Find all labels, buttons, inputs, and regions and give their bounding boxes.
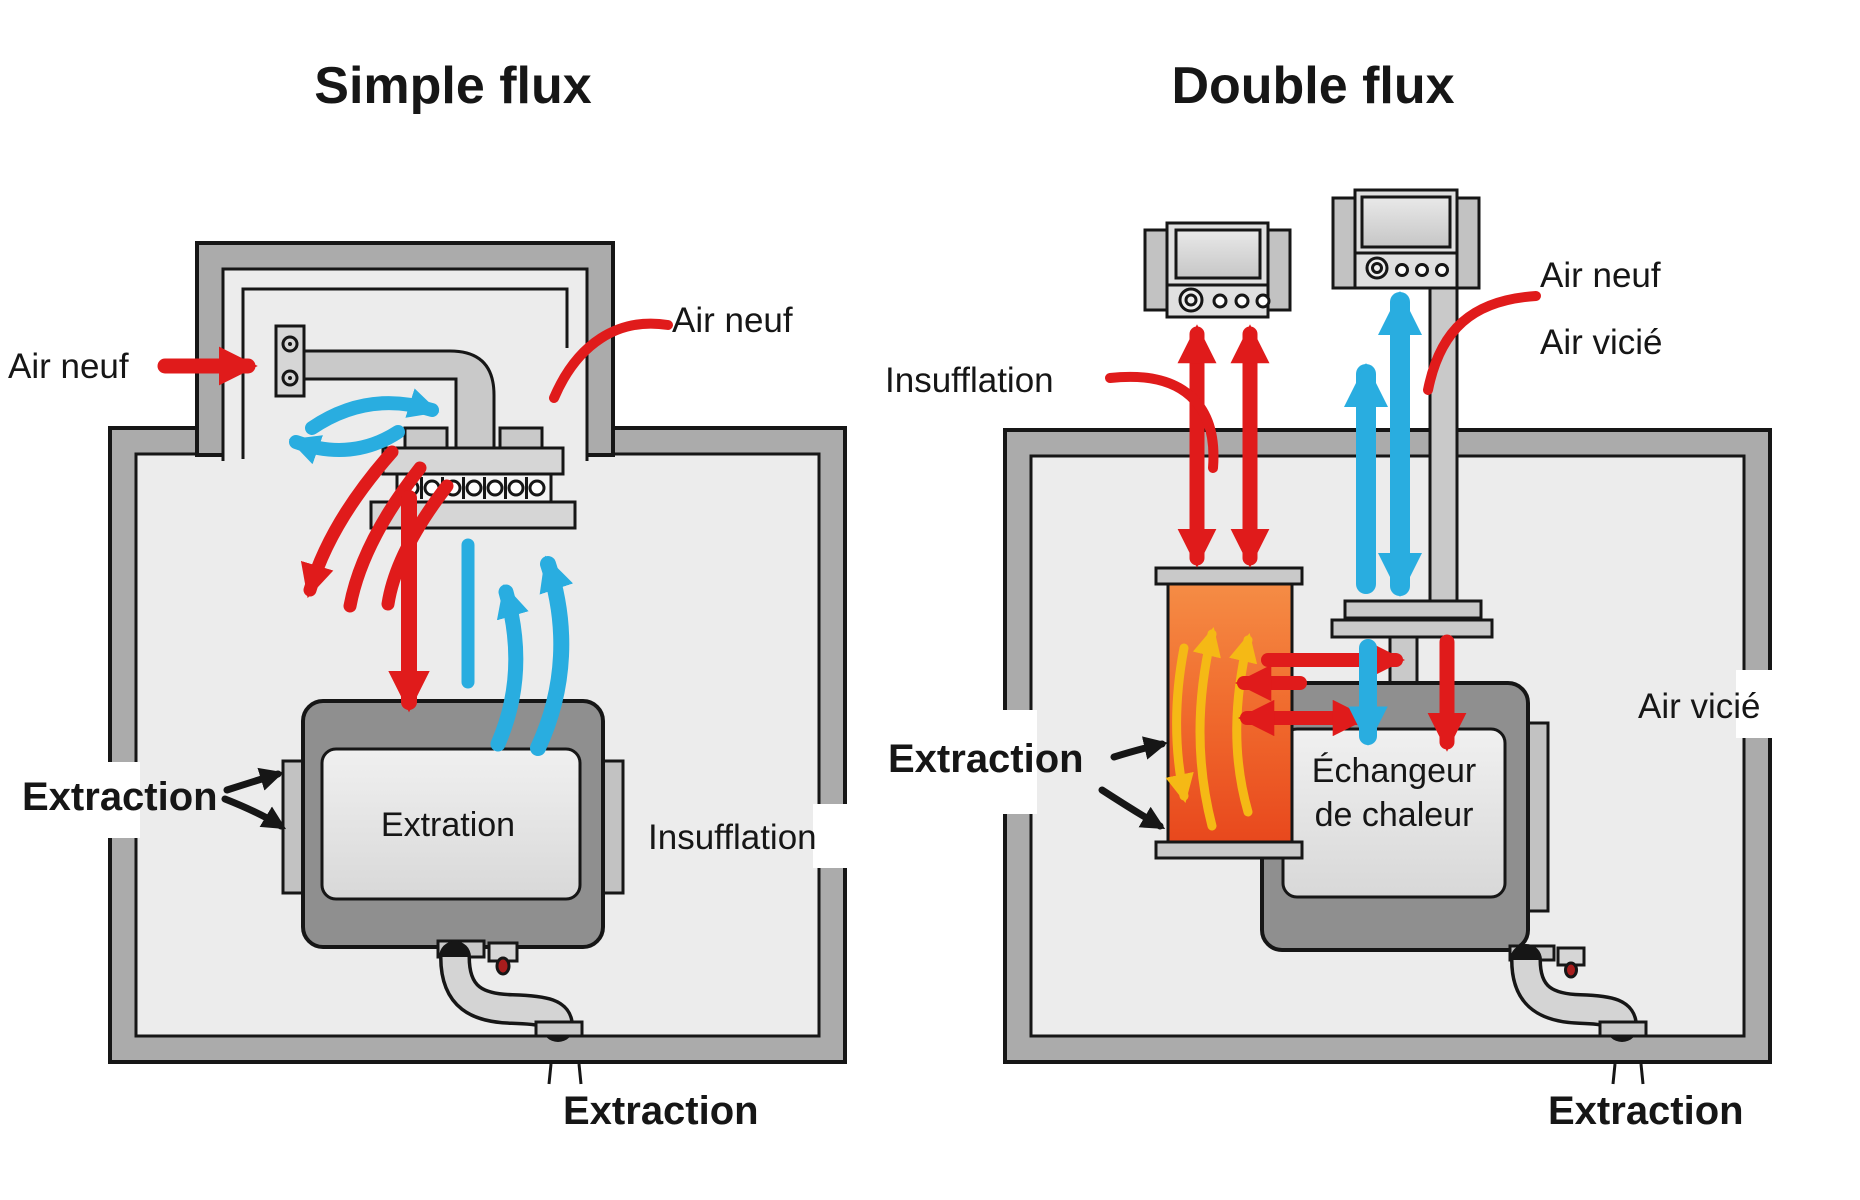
- extraction-bottom-label: Extraction: [563, 1089, 759, 1133]
- grille-hole: [486, 479, 504, 497]
- fan-button-icon: [1395, 263, 1409, 277]
- pedestal-plate: [1343, 599, 1483, 620]
- stale-air-up-arrow-icon: [530, 555, 574, 756]
- double-flux-title: Double flux: [1171, 57, 1454, 115]
- fan-knob-ring: [1184, 293, 1198, 307]
- air-neuf-top-label: Air neuf: [1540, 256, 1661, 295]
- underfloor-duct-mark: [577, 1063, 583, 1085]
- extraction-callout-arrow-icon: [1110, 736, 1168, 761]
- insufflation-callout-curve: [1105, 371, 1219, 473]
- fan-button-icon: [1255, 293, 1271, 309]
- grille-hole: [507, 479, 525, 497]
- fan-flange: [1453, 196, 1481, 290]
- heat-down-arrow-icon: [1165, 643, 1194, 804]
- stale-air-up-arrow-icon: [490, 584, 529, 752]
- extraction-unit-label: Extration: [381, 806, 515, 844]
- extraction-side-label: Extraction: [888, 737, 1084, 781]
- fan-knob-ring: [1371, 262, 1383, 274]
- left-wall-gap-extraction: [104, 762, 140, 838]
- exchanger-label-line1: Échangeur: [1312, 752, 1476, 790]
- fan-button-icon: [1415, 263, 1429, 277]
- extraction-callout-arrow-icon: [1098, 786, 1166, 830]
- fan-flange: [1143, 228, 1171, 312]
- extraction-unit-panel: [320, 747, 582, 901]
- valve-drip-icon: [1564, 961, 1578, 979]
- column-bottom-cap: [1154, 840, 1304, 860]
- air-vicie-side-label: Air vicié: [1638, 687, 1761, 726]
- vent-unit-top-band: [381, 446, 565, 476]
- heat-rise-arrow-icon: [1192, 627, 1221, 831]
- fan-button-icon: [1212, 293, 1228, 309]
- drain-pipe: [1513, 959, 1635, 1028]
- fan-screen: [1174, 228, 1262, 280]
- fan-button-icon: [1234, 293, 1250, 309]
- valve-drip-icon: [495, 956, 511, 976]
- fan-flange: [1331, 196, 1359, 290]
- supply-spread-arc: [343, 461, 427, 613]
- double-flux-panel: Double flux: [885, 57, 1776, 1133]
- attic-air-swirl-arrow-icon: [288, 425, 405, 465]
- extraction-callout-arrow-icon: [223, 767, 284, 794]
- bracket-screw-dot: [288, 376, 292, 380]
- left-wall-gap-extraction: [999, 710, 1037, 814]
- air-neuf-side-label: Air neuf: [8, 347, 129, 386]
- fan-button-icon: [1435, 263, 1449, 277]
- grille-hole: [465, 479, 483, 497]
- pedestal-plate: [1330, 618, 1494, 639]
- exchanger-label-line2: de chaleur: [1315, 796, 1474, 834]
- fan-knob-icon: [1178, 287, 1204, 313]
- extraction-callout-arrow-icon: [221, 795, 287, 830]
- attic-supply-duct: [302, 349, 496, 450]
- air-vicie-top-label: Air vicié: [1540, 323, 1663, 362]
- underfloor-duct-mark: [1639, 1063, 1645, 1085]
- insufflation-label: Insufflation: [648, 818, 817, 857]
- right-wall-gap-air-vicie: [1736, 670, 1776, 738]
- right-wall-gap-insufflation: [813, 804, 849, 868]
- bracket-screw-dot: [288, 342, 292, 346]
- simple-flux-title: Simple flux: [314, 57, 591, 115]
- air-neuf-top-label: Air neuf: [672, 301, 793, 340]
- floor-pipe-flange: [534, 1020, 584, 1038]
- extraction-side-label: Extraction: [22, 775, 218, 819]
- fan-screen: [1360, 195, 1452, 249]
- rooftop-fan-unit-exhaust: [1331, 188, 1481, 290]
- grille-hole: [528, 479, 546, 497]
- fan-knob-icon: [1365, 256, 1389, 280]
- simple-flux-panel: Simple flux: [8, 57, 849, 1133]
- air-neuf-callout-curve: [549, 318, 673, 403]
- extraction-bottom-label: Extraction: [1548, 1089, 1744, 1133]
- underfloor-duct-mark: [547, 1063, 553, 1085]
- heat-rise-arrow-icon: [1229, 632, 1258, 817]
- column-top-cap: [1154, 566, 1304, 586]
- supply-spread-arc-arrow-icon: [300, 445, 399, 599]
- attic-air-swirl-arrow-icon: [305, 388, 440, 435]
- insufflation-label: Insufflation: [885, 361, 1054, 400]
- underfloor-duct-mark: [1611, 1063, 1617, 1085]
- rooftop-fan-unit-supply: [1143, 221, 1292, 319]
- floor-pipe-flange: [1598, 1020, 1648, 1038]
- air-neuf-callout-curve: [1423, 291, 1541, 395]
- drain-pipe: [442, 956, 571, 1028]
